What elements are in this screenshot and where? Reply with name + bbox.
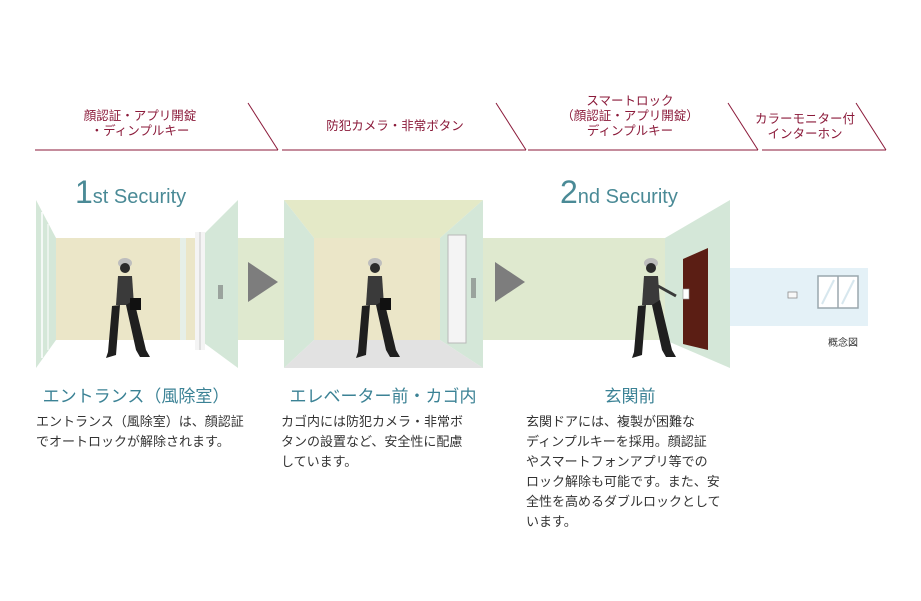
desc-line: やスマートフォンアプリ等での: [526, 455, 708, 470]
stage-desc-entrance: エントランス（風除室）は、顔認証 でオートロックが解除されます。: [36, 413, 258, 453]
desc-line: 玄関ドアには、複製が困難な: [526, 415, 696, 430]
header-face-auth-line1: 顔認証・アプリ開錠: [83, 108, 197, 123]
header-face-auth: 顔認証・アプリ開錠 ・ディンプルキー: [40, 108, 240, 138]
stage-title-entrance: エントランス（風除室）: [42, 387, 230, 407]
desc-line: でオートロックが解除されます。: [36, 435, 230, 450]
header-smart-lock: スマートロック （顔認証・アプリ開錠） ディンプルキー: [540, 93, 720, 138]
first-security-label: 1st Security: [75, 174, 186, 211]
stage-desc-elevator: カゴ内には防犯カメラ・非常ボ タンの設置など、安全性に配慮 しています。: [281, 413, 503, 473]
first-security-number: 1: [75, 174, 93, 210]
arrow-right-icon: [248, 262, 278, 302]
desc-line: しています。: [281, 455, 358, 470]
desc-line: タンの設置など、安全性に配慮: [281, 435, 463, 450]
first-security-text: st Security: [92, 186, 187, 208]
walking-person-icon: [356, 258, 400, 358]
second-security-label: 2nd Security: [560, 174, 678, 211]
header-camera-line: 防犯カメラ・非常ボタン: [326, 118, 464, 133]
arrow-right-icon: [495, 262, 525, 302]
header-intercom: カラーモニター付 インターホン: [750, 111, 860, 141]
header-intercom-line1: カラーモニター付: [754, 111, 855, 126]
stage-title-elevator: エレベーター前・カゴ内: [289, 387, 477, 407]
header-intercom-line2: インターホン: [767, 126, 843, 141]
header-smart-lock-line3: ディンプルキー: [586, 123, 674, 138]
second-security-text: nd Security: [577, 186, 678, 208]
walking-person-icon: [632, 258, 677, 358]
second-security-number: 2: [560, 174, 578, 210]
header-camera: 防犯カメラ・非常ボタン: [300, 118, 490, 133]
elevator-room: [284, 200, 483, 368]
header-smart-lock-line1: スマートロック: [586, 93, 674, 108]
desc-line: エントランス（風除室）は、顔認証: [36, 415, 244, 430]
header-smart-lock-line2: （顔認証・アプリ開錠）: [561, 108, 699, 123]
desc-line: ロック解除も可能です。また、安: [526, 475, 720, 490]
walking-person-icon: [106, 258, 150, 358]
concept-diagram-note: 概念図: [828, 338, 858, 349]
desc-line: カゴ内には防犯カメラ・非常ボ: [281, 415, 464, 430]
stage-desc-front-door: 玄関ドアには、複製が困難な ディンプルキーを採用。顔認証 やスマートフォンアプリ…: [526, 413, 748, 533]
desc-line: 全性を高めるダブルロックとして: [526, 495, 721, 510]
desc-line: います。: [526, 515, 577, 530]
header-face-auth-line2: ・ディンプルキー: [90, 123, 190, 138]
desc-line: ディンプルキーを採用。顔認証: [526, 435, 707, 450]
window-icon: [817, 275, 859, 309]
stage-title-front-door: 玄関前: [604, 387, 656, 407]
smart-lock-panel: [682, 288, 690, 300]
intercom-device: [787, 291, 798, 299]
front-door-area: [665, 200, 730, 368]
